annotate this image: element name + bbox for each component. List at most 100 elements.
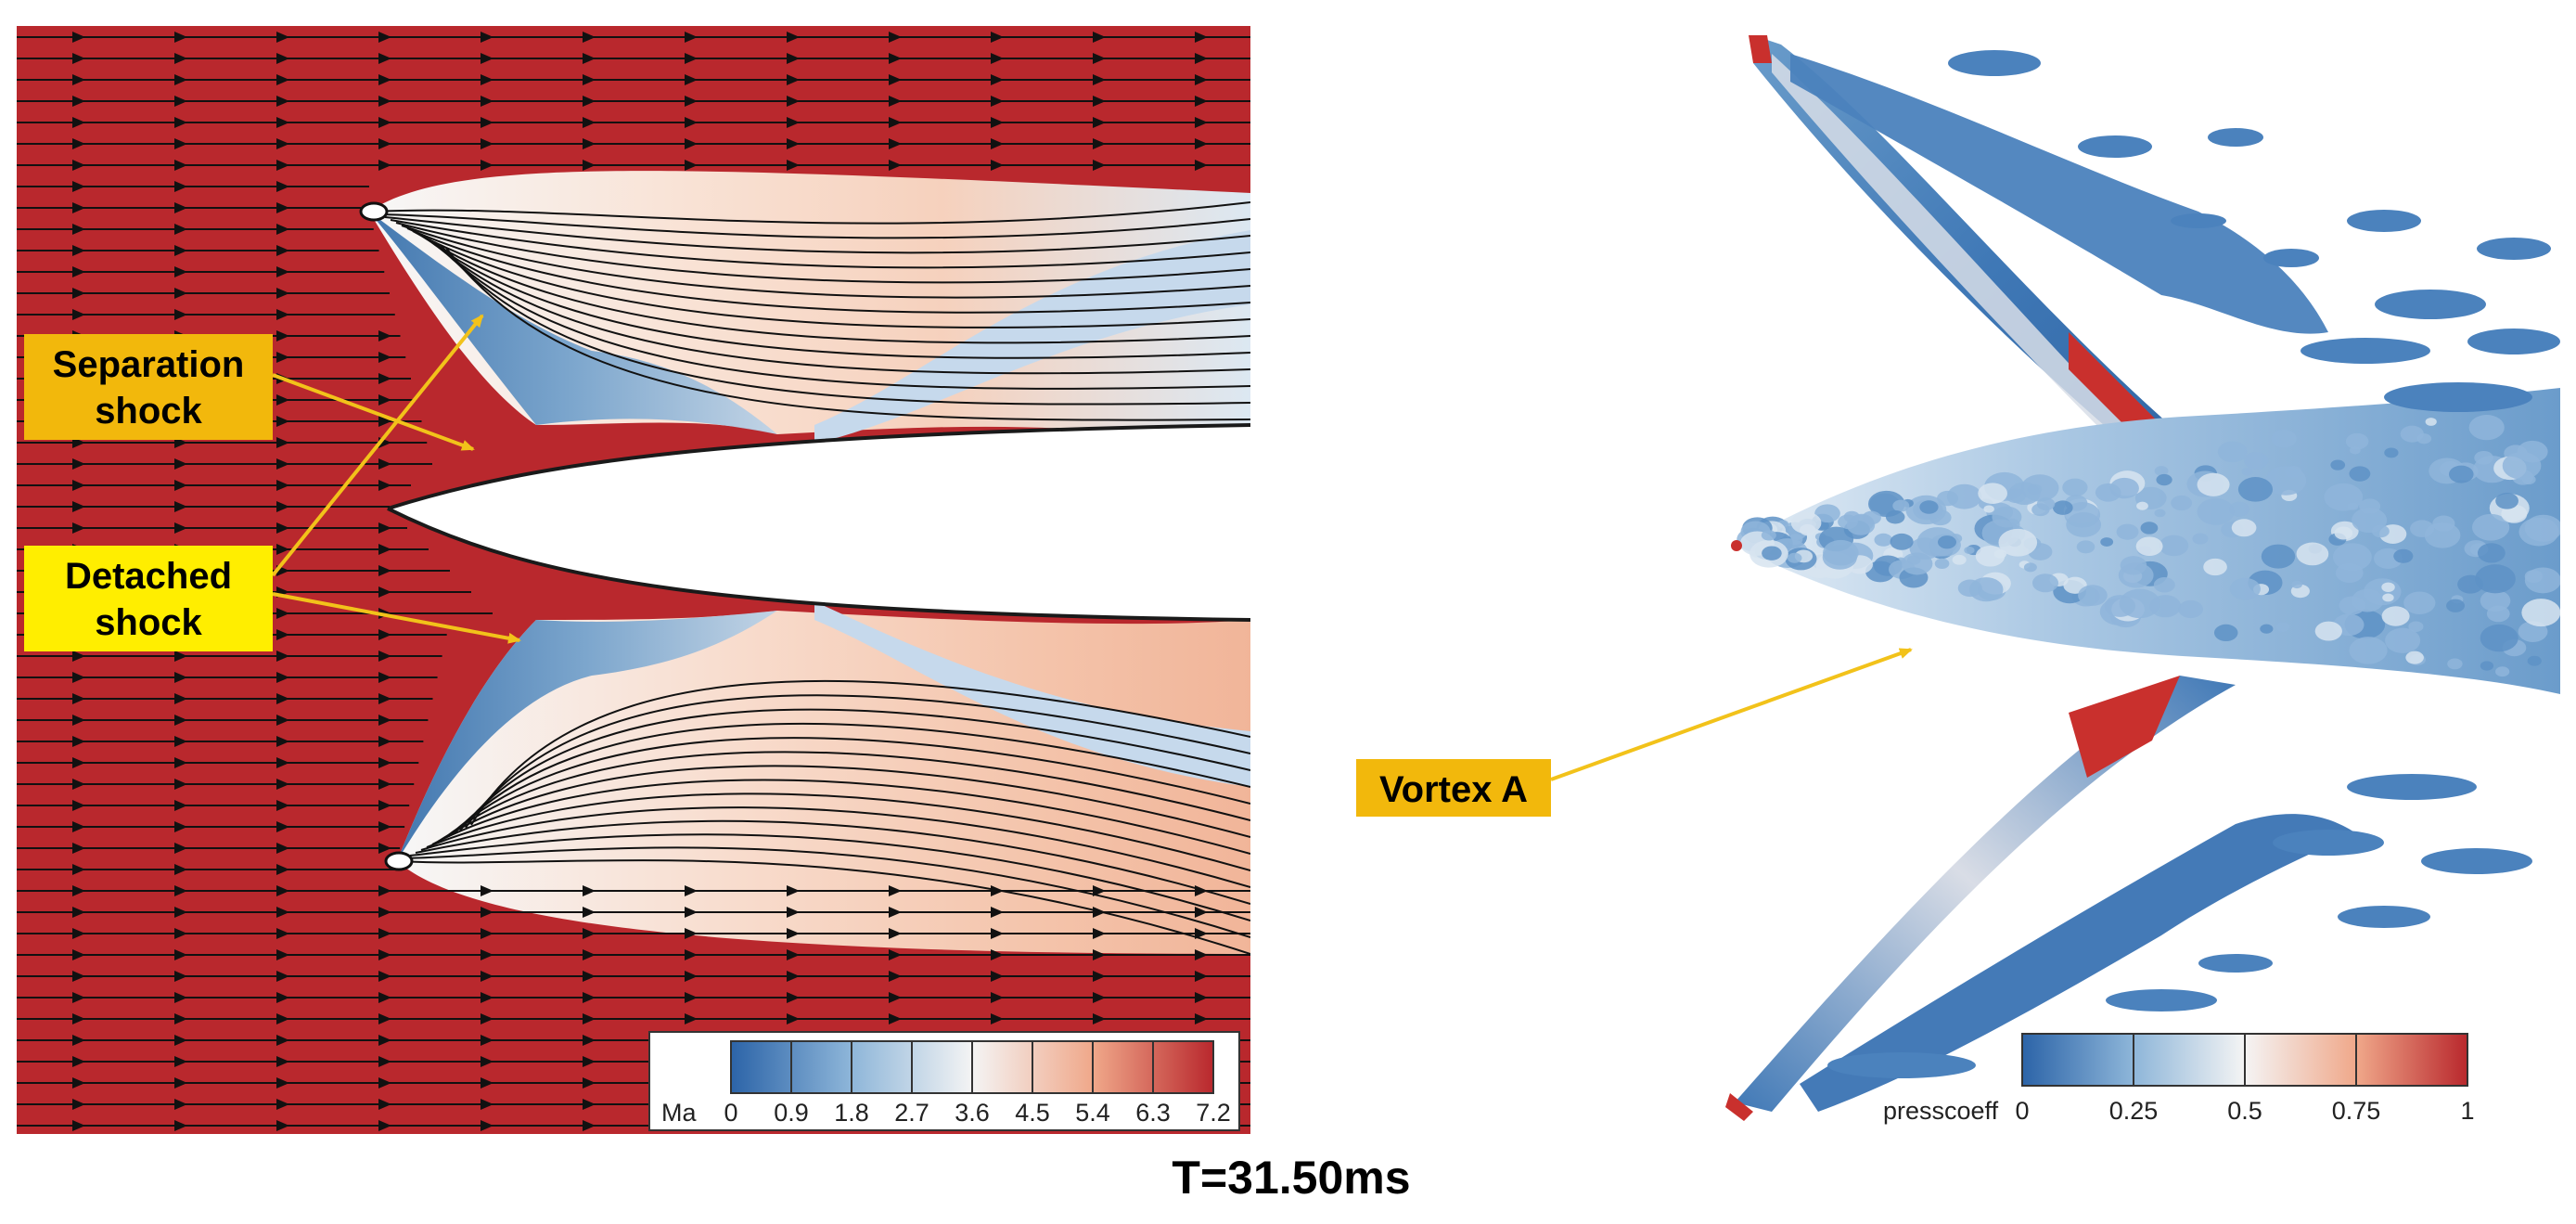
vortex-blob (2178, 599, 2204, 619)
vortex-blob (2350, 446, 2361, 455)
vortex-blob (1952, 554, 1967, 565)
vortex-blob (2449, 465, 2474, 483)
streamline-arrow (276, 651, 289, 662)
mach-colorbar-tick: 1.8 (834, 1099, 869, 1127)
mach-colorbar-label: Ma (661, 1099, 697, 1127)
pressure-colorbar-tick: 0.75 (2332, 1097, 2381, 1125)
streamline-arrow (787, 907, 800, 918)
streamline-arrow (991, 949, 1004, 960)
streamline-arrow (72, 117, 85, 128)
vortex-blob (2275, 622, 2290, 632)
streamline-arrow (174, 693, 187, 704)
streamline-arrow (1093, 885, 1106, 896)
streamline-arrow (174, 843, 187, 854)
streamline-arrow (174, 1056, 187, 1067)
pressure-colorbar-tick: 0.5 (2227, 1097, 2262, 1125)
vortex-fragment (2338, 906, 2430, 928)
vortex-blob (1992, 506, 2022, 528)
streamline-arrow (276, 907, 289, 918)
streamline-arrow (72, 181, 85, 192)
streamline-arrow (72, 309, 85, 320)
streamline-arrow (685, 971, 698, 982)
streamline (373, 201, 1250, 225)
vortex-blob (2384, 447, 2399, 458)
streamline-arrow (276, 1056, 289, 1067)
streamline-arrow (583, 949, 596, 960)
streamline-arrow (481, 1035, 493, 1046)
mach-colorbar-tick: 6.3 (1135, 1099, 1171, 1127)
streamline-arrow (174, 800, 187, 811)
streamline-arrow (174, 309, 187, 320)
streamline (454, 723, 1250, 834)
streamline (390, 219, 1250, 269)
vortex-blob (1799, 523, 1816, 536)
streamline-arrow (991, 32, 1004, 43)
streamline (420, 806, 1250, 888)
streamline-arrow (583, 138, 596, 149)
vortex-blob (2159, 535, 2189, 557)
vortex-blob (1823, 539, 1859, 566)
streamline (398, 859, 1250, 955)
streamline-arrow (276, 1120, 289, 1131)
vortex-blob (1814, 504, 1840, 523)
pressure-colorbar-tick: 0 (2015, 1097, 2029, 1125)
vortex-blob (2385, 627, 2421, 653)
vortex-fragment (2263, 249, 2319, 267)
streamline-arrow (174, 757, 187, 768)
streamline (459, 708, 1250, 831)
streamline (404, 846, 1250, 938)
detached-shock-line-2: shock (95, 602, 202, 643)
streamline-arrow (174, 224, 187, 235)
vortex-blob (2008, 482, 2041, 506)
streamline-arrow (1093, 74, 1106, 85)
streamline-arrow (72, 501, 85, 512)
upper-wake-vortex (1790, 54, 2328, 334)
vortex-fragment (2477, 238, 2551, 260)
streamline-arrow (889, 53, 902, 64)
vortex-blob (2260, 624, 2274, 634)
vortex-fragment (2300, 338, 2430, 364)
streamline-arrow (72, 907, 85, 918)
streamline-arrow (174, 181, 187, 192)
vortex-blob (2291, 580, 2302, 589)
streamline-arrow (889, 885, 902, 896)
streamline-arrow (72, 843, 85, 854)
streamline-arrow (174, 138, 187, 149)
vortex-blob (2213, 624, 2238, 642)
vortex-blob (2023, 562, 2037, 573)
streamline-arrow (1195, 885, 1208, 896)
streamline-arrow (378, 1099, 391, 1110)
streamline-arrow (1195, 1013, 1208, 1024)
lower-fin (1735, 676, 2236, 1112)
streamline-arrow (72, 949, 85, 960)
streamline-arrow (1195, 138, 1208, 149)
streamline-arrow (583, 1099, 596, 1110)
streamline-arrow (276, 949, 289, 960)
vortex-blob (2231, 519, 2257, 537)
streamline-arrow (174, 779, 187, 790)
streamline-arrow (72, 522, 85, 534)
streamline (431, 779, 1250, 855)
cone-tip (1731, 540, 1742, 551)
separation-shock-line-2: shock (95, 391, 202, 432)
streamline-arrow (72, 1120, 85, 1131)
streamline-arrow (72, 928, 85, 939)
vortex-blob (2521, 599, 2560, 627)
streamline-arrow (276, 74, 289, 85)
streamline-arrow (1093, 117, 1106, 128)
streamline-arrow (378, 1035, 391, 1046)
vortex-blob (2109, 477, 2139, 499)
streamline-arrow (72, 74, 85, 85)
upper-fin-highlight (1772, 54, 2161, 462)
vortex-blob (2486, 605, 2510, 623)
streamline-arrow (685, 53, 698, 64)
streamline-arrow (72, 651, 85, 662)
streamline-arrow (174, 1035, 187, 1046)
streamline-arrow (378, 800, 391, 811)
turbulent-vortex-blobs (1737, 415, 2560, 677)
streamline-arrow (276, 864, 289, 875)
streamline-arrow (378, 949, 391, 960)
streamline-arrow (72, 992, 85, 1003)
vortex-blob (1957, 579, 1982, 598)
